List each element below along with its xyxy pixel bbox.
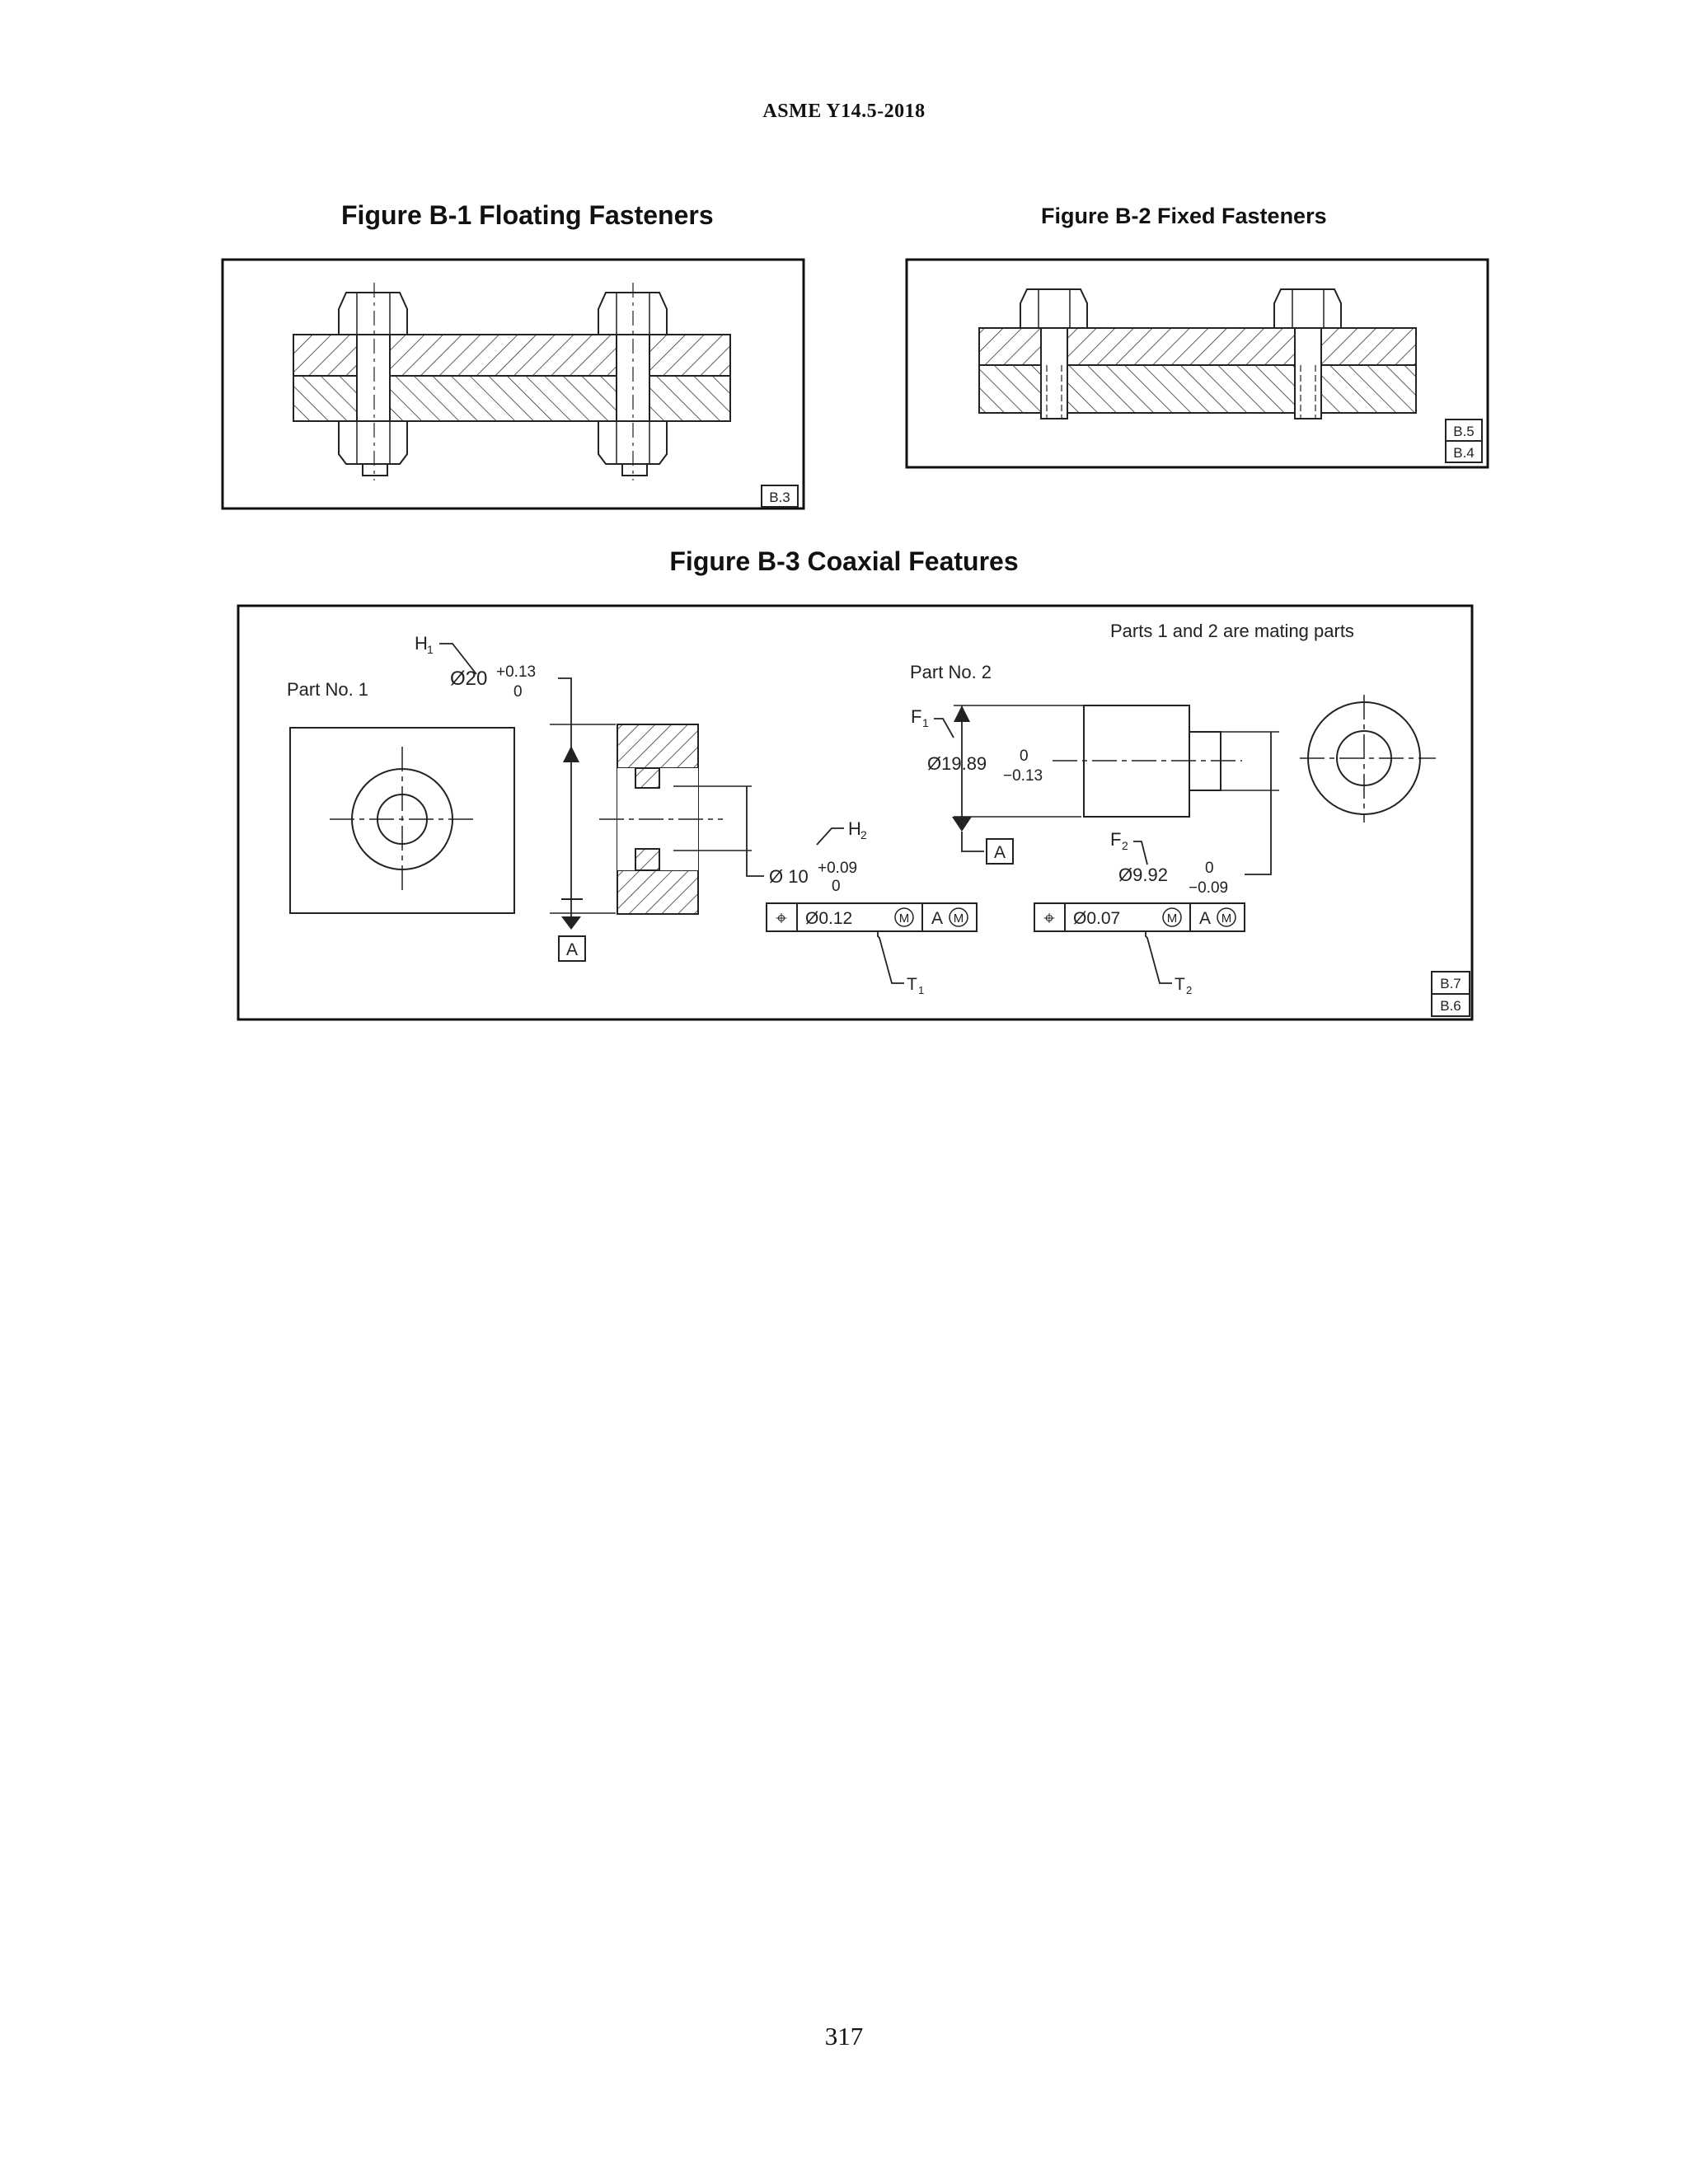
- part1-datum-a: [558, 935, 586, 962]
- svg-text:M: M: [899, 912, 910, 926]
- mating-note: Parts 1 and 2 are mating parts: [1110, 621, 1354, 641]
- fixed-bolt-right: [1273, 288, 1342, 419]
- svg-text:M: M: [1221, 912, 1232, 926]
- part1-dia-h2: Ø 10: [769, 866, 809, 887]
- tag-b6: B.6: [1440, 998, 1461, 1014]
- svg-text:−0.13: −0.13: [1003, 767, 1043, 785]
- svg-text:A: A: [566, 940, 578, 959]
- tag-b3: B.3: [769, 490, 790, 505]
- bolt-right: [598, 283, 668, 480]
- svg-text:A: A: [994, 843, 1006, 862]
- figure-b3-drawing: Parts 1 and 2 are mating parts Part No. …: [237, 604, 1476, 1022]
- svg-text:A: A: [931, 909, 943, 928]
- svg-text:0: 0: [832, 878, 841, 895]
- svg-text:M: M: [954, 912, 964, 926]
- svg-text:+0.13: +0.13: [496, 663, 536, 681]
- svg-text:0: 0: [513, 683, 523, 701]
- svg-text:F: F: [911, 706, 921, 727]
- figure-b3-title: Figure B-3 Coaxial Features: [669, 546, 1019, 576]
- svg-text:Ø0.07: Ø0.07: [1073, 909, 1120, 928]
- svg-text:0: 0: [1205, 860, 1214, 877]
- figure-frame: [221, 258, 805, 510]
- part1-section-view: [599, 724, 723, 915]
- tag-b4: B.4: [1453, 445, 1475, 461]
- fixed-bolt-left: [1020, 288, 1088, 419]
- page-number: 317: [824, 2022, 864, 2050]
- figure-b2-title: Figure B-2 Fixed Fasteners: [1041, 204, 1327, 228]
- part2-feature-control-frame: ⌖ Ø0.07 M A M: [1034, 902, 1245, 932]
- svg-text:1: 1: [918, 984, 924, 996]
- tag-b5: B.5: [1453, 424, 1475, 439]
- svg-text:0: 0: [1020, 748, 1029, 765]
- svg-text:−0.09: −0.09: [1189, 879, 1228, 897]
- figure-b2-drawing: B.5 B.4: [905, 258, 1490, 470]
- svg-text:H: H: [848, 818, 861, 839]
- tag-b7: B.7: [1440, 976, 1461, 991]
- svg-text:T: T: [1175, 975, 1185, 994]
- figure-frame: [237, 604, 1474, 1021]
- svg-text:2: 2: [860, 828, 867, 841]
- svg-text:1: 1: [922, 716, 929, 729]
- part2-label: Part No. 2: [910, 662, 992, 682]
- position-icon: ⌖: [776, 907, 787, 930]
- part1-dia-h1: Ø20: [450, 668, 487, 690]
- figure-b1-title: Figure B-1 Floating Fasteners: [341, 200, 714, 230]
- svg-text:2: 2: [1186, 984, 1192, 996]
- part1-front-view: [289, 727, 515, 914]
- svg-text:M: M: [1167, 912, 1178, 926]
- svg-text:2: 2: [1122, 839, 1128, 852]
- part1-feature-control-frame: ⌖ Ø0.12 M A M: [766, 902, 978, 932]
- part1-label: Part No. 1: [287, 679, 368, 700]
- part2-dia-f2: Ø9.92: [1118, 865, 1168, 885]
- svg-text:Ø0.12: Ø0.12: [805, 909, 852, 928]
- bolt-left: [338, 283, 408, 480]
- part2-side-view: [1053, 705, 1242, 818]
- svg-text:H: H: [415, 633, 428, 654]
- part2-datum-a: [986, 838, 1014, 865]
- running-head: ASME Y14.5-2018: [762, 101, 926, 122]
- position-icon: ⌖: [1043, 907, 1055, 930]
- svg-text:F: F: [1110, 829, 1121, 850]
- svg-text:1: 1: [427, 643, 434, 656]
- svg-text:+0.09: +0.09: [818, 860, 857, 877]
- figure-b1-drawing: B.3: [221, 258, 806, 511]
- svg-text:A: A: [1199, 909, 1211, 928]
- part2-dia-f1: Ø19.89: [927, 753, 987, 774]
- part2-end-view: [1300, 695, 1436, 823]
- figure-frame: [905, 258, 1489, 469]
- svg-text:T: T: [907, 975, 917, 994]
